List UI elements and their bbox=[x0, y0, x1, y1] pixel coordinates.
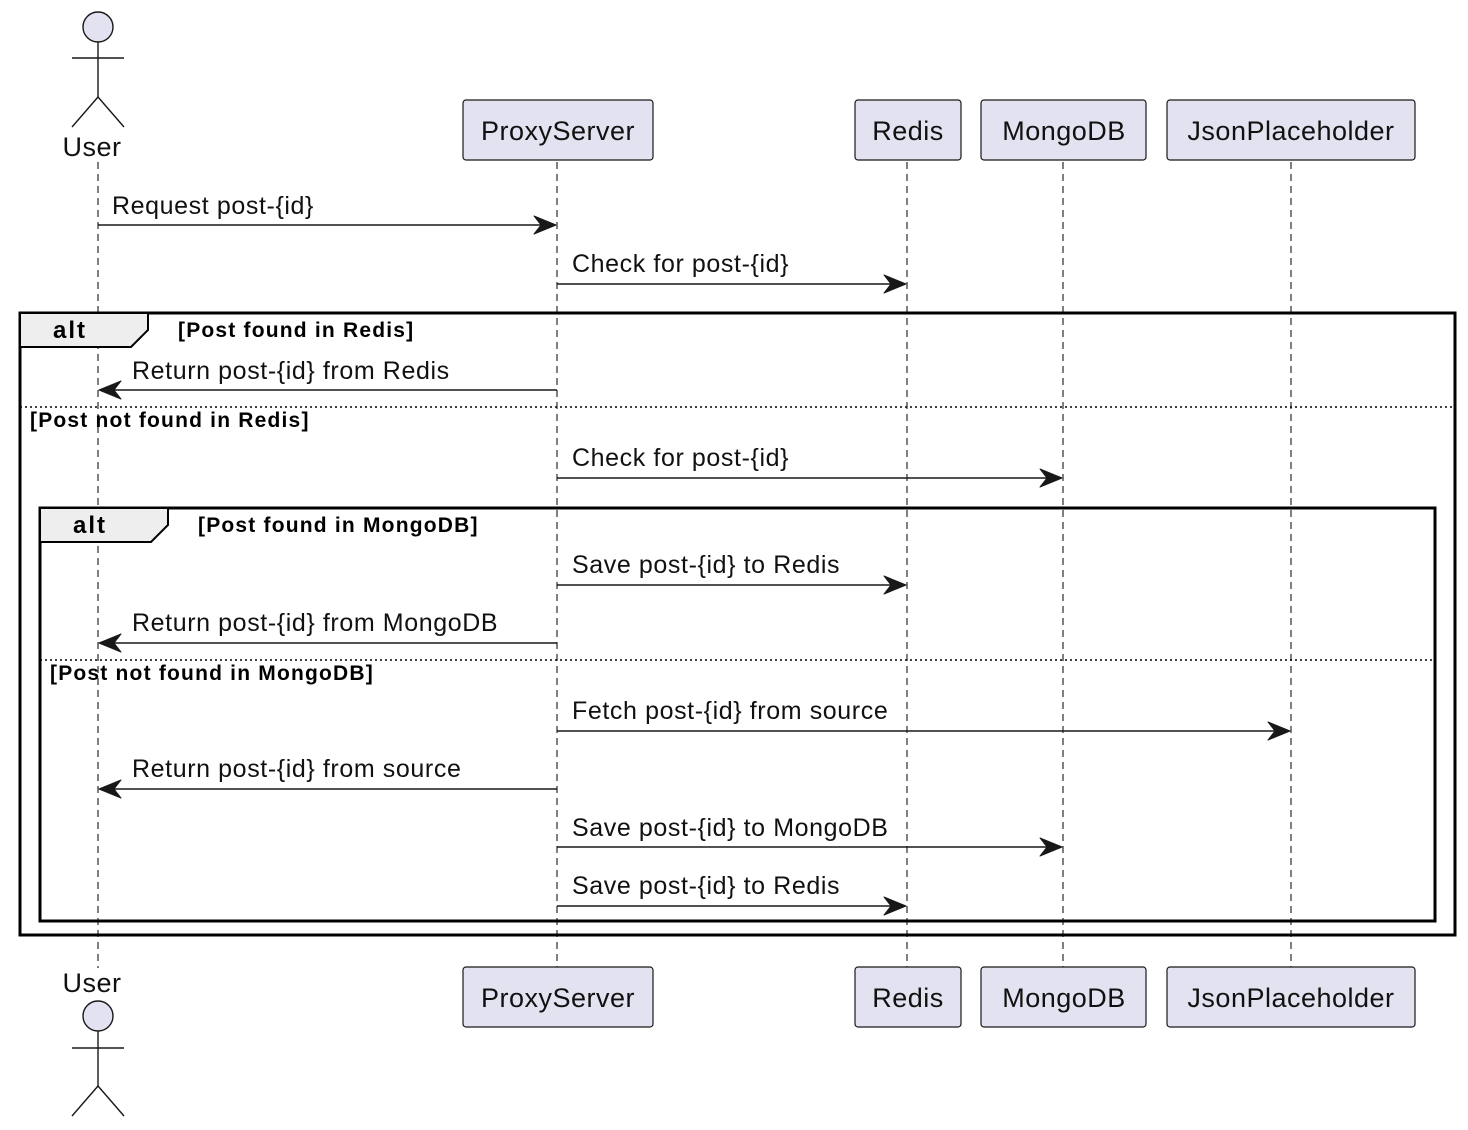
message-label: Return post-{id} from source bbox=[132, 755, 461, 783]
actor-head bbox=[82, 1000, 114, 1032]
message-7: Fetch post-{id} from source bbox=[557, 697, 1291, 741]
message-label: Check for post-{id} bbox=[572, 444, 789, 472]
participant-label: JsonPlaceholder bbox=[1187, 116, 1394, 146]
participant-label: MongoDB bbox=[1002, 983, 1126, 1013]
participant-redis-top[interactable]: Redis bbox=[854, 99, 962, 161]
participant-jsonplaceholder-top[interactable]: JsonPlaceholder bbox=[1166, 99, 1416, 161]
participant-mongodb-top[interactable]: MongoDB bbox=[980, 99, 1147, 161]
fragment-keyword: alt bbox=[73, 512, 107, 539]
message-label: Return post-{id} from MongoDB bbox=[132, 609, 498, 637]
participant-proxyserver-bottom[interactable]: ProxyServer bbox=[462, 966, 654, 1028]
message-2: Check for post-{id} bbox=[557, 250, 907, 294]
message-4: Check for post-{id} bbox=[557, 444, 1063, 488]
participant-label: ProxyServer bbox=[481, 116, 635, 146]
participant-label: ProxyServer bbox=[481, 983, 635, 1013]
fragment-alt-inner: alt [Post found in MongoDB] [Post not fo… bbox=[38, 506, 1437, 923]
participant-redis-bottom[interactable]: Redis bbox=[854, 966, 962, 1028]
message-label: Return post-{id} from Redis bbox=[132, 357, 450, 385]
message-label: Save post-{id} to MongoDB bbox=[572, 814, 889, 842]
message-10: Save post-{id} to Redis bbox=[557, 872, 907, 916]
message-label: Check for post-{id} bbox=[572, 250, 789, 278]
fragment-alt-outer: alt [Post found in Redis] [Post not foun… bbox=[18, 311, 1457, 937]
actor-user-bottom[interactable]: User bbox=[62, 968, 125, 1117]
message-1: Request post-{id} bbox=[98, 192, 557, 235]
message-6: Return post-{id} from MongoDB bbox=[98, 609, 557, 653]
participant-jsonplaceholder-bottom[interactable]: JsonPlaceholder bbox=[1166, 966, 1416, 1028]
fragment-keyword: alt bbox=[53, 317, 87, 344]
fragment-else-guard: [Post not found in MongoDB] bbox=[50, 662, 374, 685]
fragment-guard: [Post found in Redis] bbox=[178, 319, 414, 342]
actor-label: User bbox=[62, 132, 121, 162]
actor-label: User bbox=[62, 968, 121, 998]
participant-label: Redis bbox=[872, 983, 944, 1013]
participant-label: MongoDB bbox=[1002, 116, 1126, 146]
message-9: Save post-{id} to MongoDB bbox=[557, 814, 1063, 857]
participant-label: JsonPlaceholder bbox=[1187, 983, 1394, 1013]
message-8: Return post-{id} from source bbox=[98, 755, 557, 799]
message-label: Save post-{id} to Redis bbox=[572, 872, 840, 900]
message-label: Save post-{id} to Redis bbox=[572, 551, 840, 579]
fragment-guard: [Post found in MongoDB] bbox=[198, 514, 479, 537]
message-5: Save post-{id} to Redis bbox=[557, 551, 907, 595]
participant-mongodb-bottom[interactable]: MongoDB bbox=[980, 966, 1147, 1028]
participant-proxyserver-top[interactable]: ProxyServer bbox=[462, 99, 654, 161]
actor-head bbox=[82, 11, 114, 43]
fragment-else-guard: [Post not found in Redis] bbox=[30, 409, 310, 432]
message-label: Request post-{id} bbox=[112, 192, 314, 220]
actor-user-top[interactable]: User bbox=[62, 11, 125, 162]
participant-label: Redis bbox=[872, 116, 944, 146]
message-label: Fetch post-{id} from source bbox=[572, 697, 888, 725]
message-3: Return post-{id} from Redis bbox=[98, 357, 557, 400]
